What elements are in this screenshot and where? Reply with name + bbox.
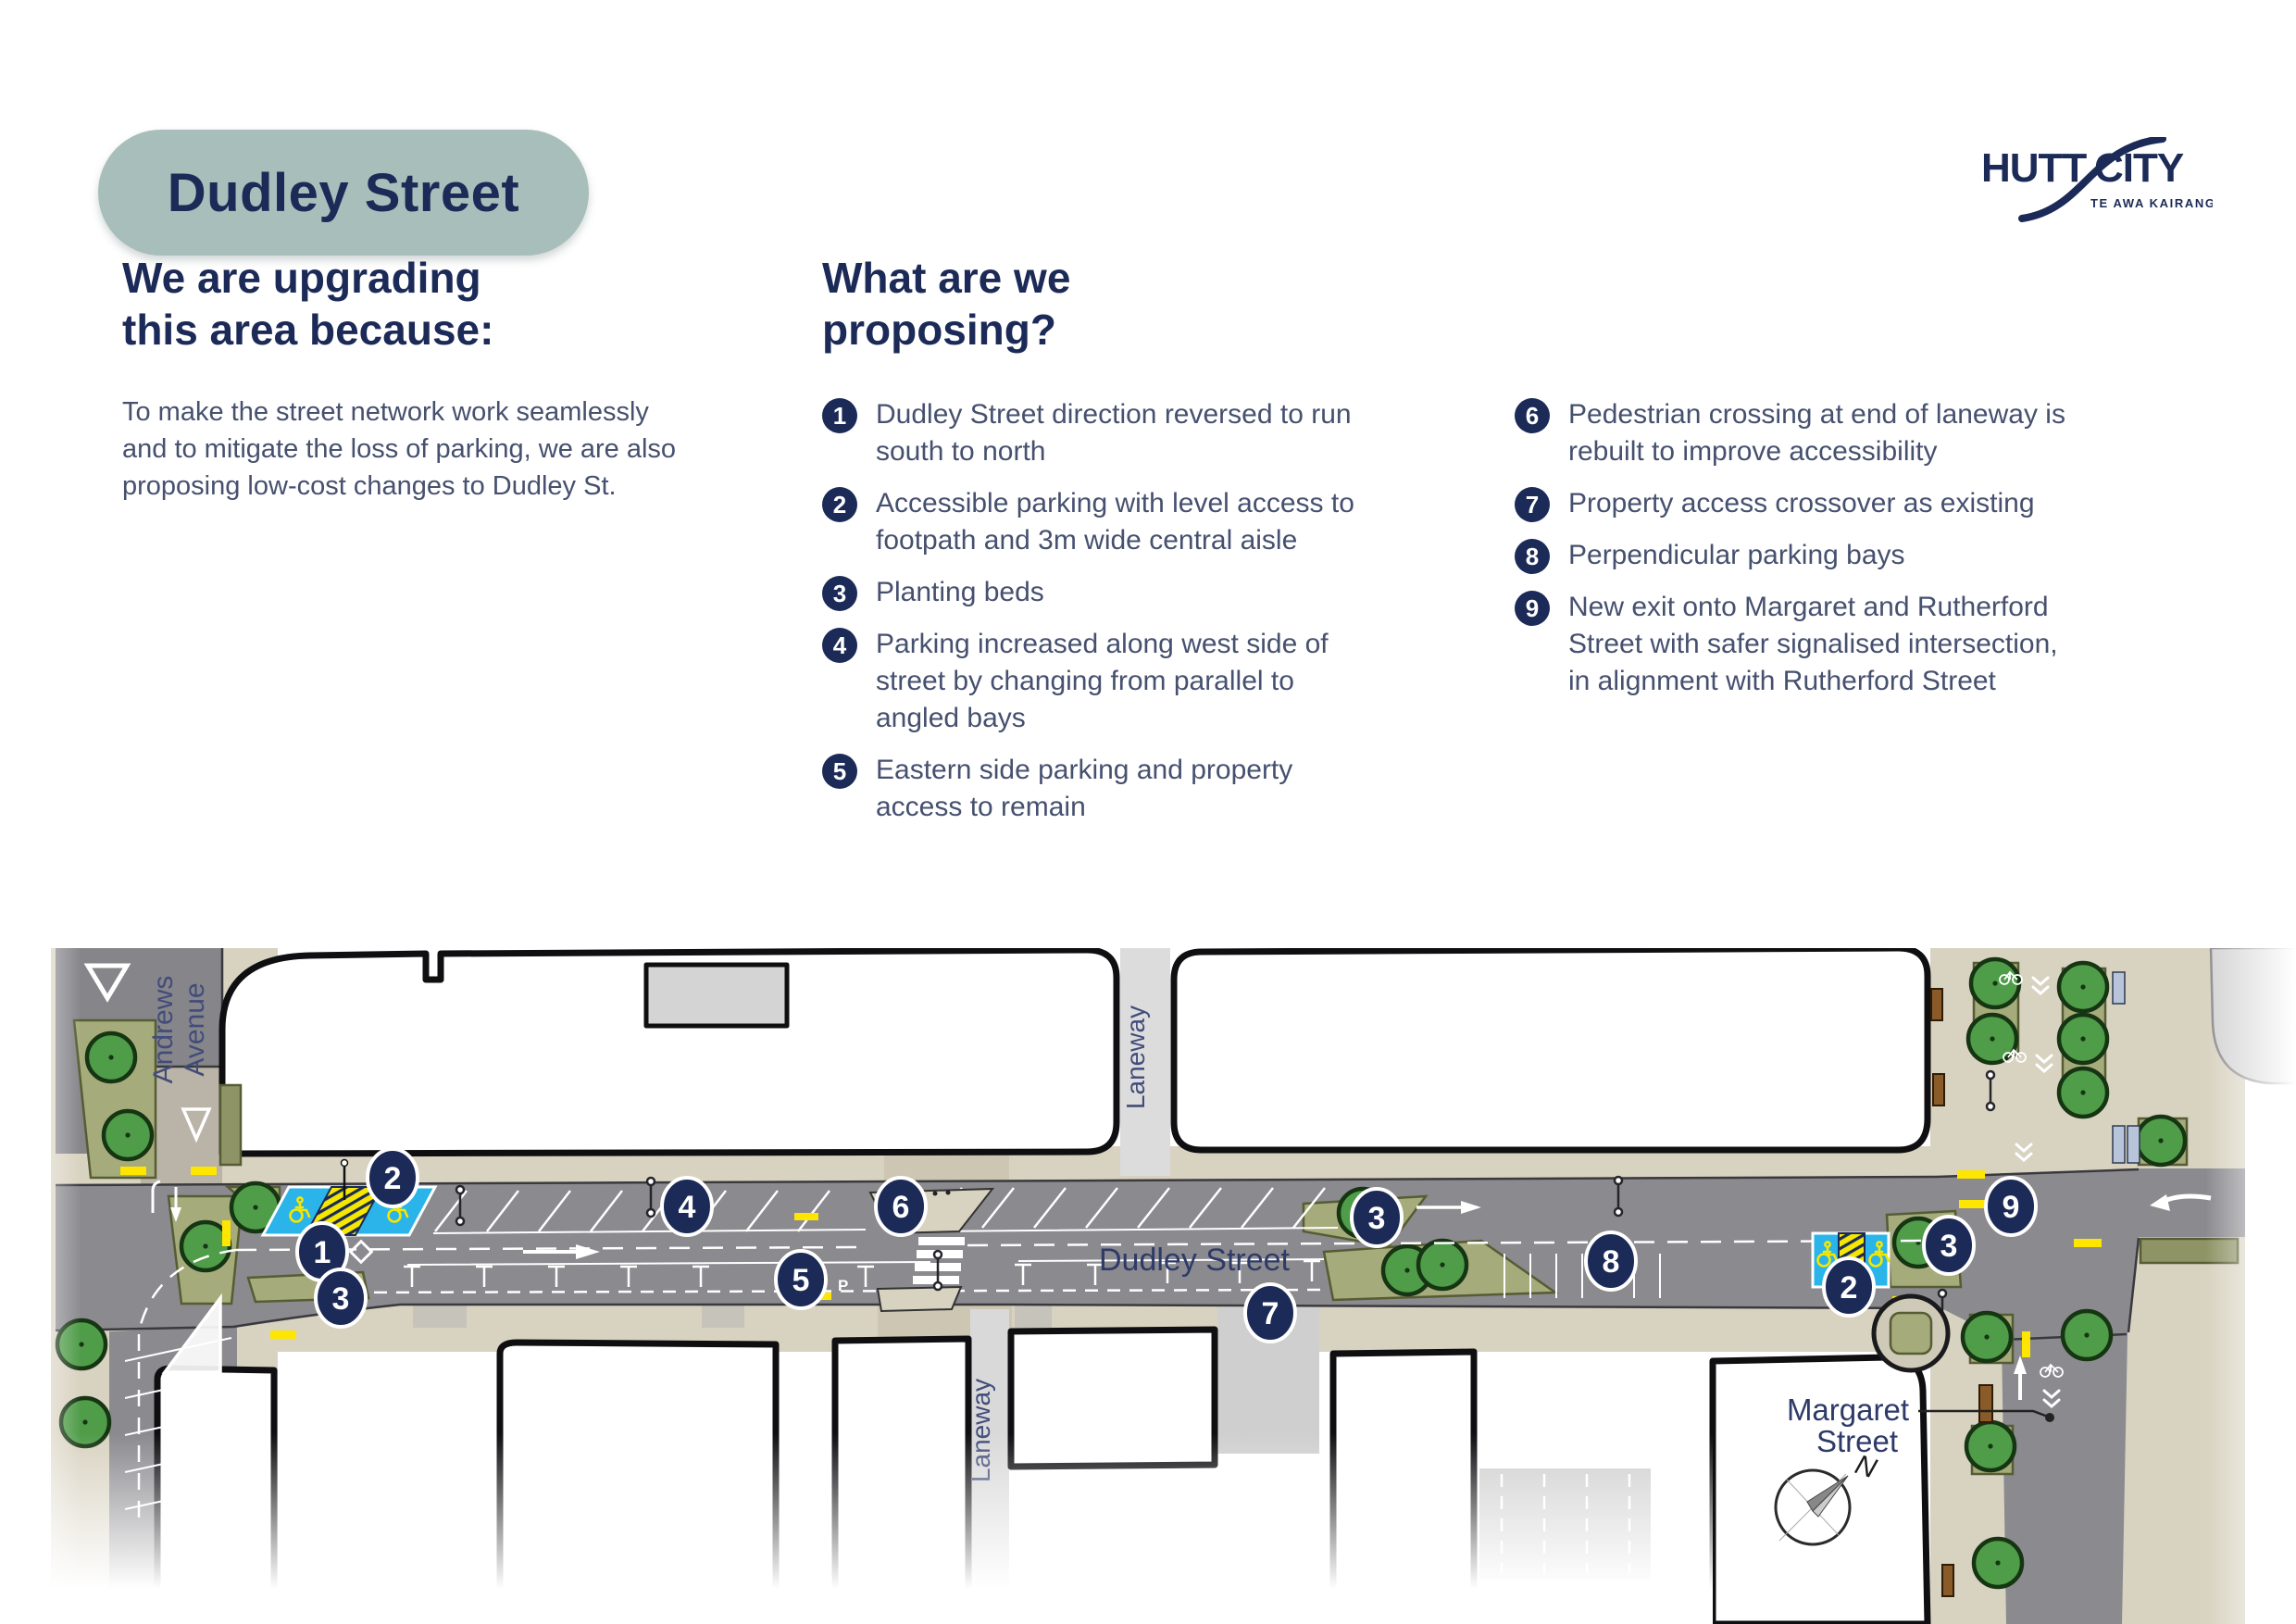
logo-text-city: CITY xyxy=(2094,145,2184,191)
item-text: Property access crossover as existing xyxy=(1568,488,2035,518)
item-number-badge: 1 xyxy=(822,398,857,433)
item-number-badge: 5 xyxy=(822,754,857,789)
margaret-street-label-line1: Margaret xyxy=(1787,1393,1909,1427)
planting-beds xyxy=(57,959,2240,1597)
svg-text:2: 2 xyxy=(1841,1270,1858,1305)
map-marker-8: 8 xyxy=(1584,1230,1638,1292)
svg-text:4: 4 xyxy=(679,1190,696,1225)
svg-text:2: 2 xyxy=(384,1161,402,1196)
left-heading-line1: We are upgrading xyxy=(122,254,481,302)
item-number-badge: 2 xyxy=(822,487,857,522)
street-labels: Andrews Avenue Laneway Laneway Dudley St… xyxy=(148,976,2054,1482)
list-item: 5 Eastern side parking and property acce… xyxy=(822,752,1415,826)
item-number-badge: 6 xyxy=(1515,398,1550,433)
map-markers: 1 2 3 4 5 6 7 3 8 2 3 9 xyxy=(295,1147,2038,1343)
item-number-badge: 8 xyxy=(1515,539,1550,574)
item-text: Perpendicular parking bays xyxy=(1568,540,1905,570)
item-number-badge: 3 xyxy=(822,576,857,611)
item-number-badge: 7 xyxy=(1515,487,1550,522)
parking-symbol: P xyxy=(838,1277,848,1294)
map-marker-3-east: 3 xyxy=(1922,1215,1976,1276)
dudley-street-label: Dudley Street xyxy=(1099,1243,1291,1278)
give-way-markings xyxy=(83,963,374,1374)
svg-text:1: 1 xyxy=(314,1235,331,1270)
map-marker-2-west: 2 xyxy=(366,1147,419,1208)
laneway-top-label: Laneway xyxy=(1121,1006,1150,1109)
bike-rack-icon xyxy=(2112,971,2140,1164)
list-item: 2 Accessible parking with level access t… xyxy=(822,485,1415,559)
map-marker-5: 5 xyxy=(774,1249,828,1310)
svg-text:3: 3 xyxy=(1368,1201,1386,1236)
compass-icon: N xyxy=(1774,1449,1880,1546)
list-item: 9 New exit onto Margaret and Rutherford … xyxy=(1515,589,2089,700)
map-marker-9: 9 xyxy=(1984,1176,2038,1237)
street-plan-map: P xyxy=(0,948,2296,1624)
item-text: Dudley Street direction reversed to run … xyxy=(876,399,1352,467)
svg-text:9: 9 xyxy=(2003,1190,2020,1225)
map-marker-6: 6 xyxy=(874,1176,928,1237)
bench-icon xyxy=(1930,988,1993,1597)
item-number-badge: 4 xyxy=(822,628,857,663)
logo-text-hutt: HUTT xyxy=(1981,145,2087,191)
parking-tick-marks xyxy=(404,1259,1320,1287)
proposals-heading: What are we proposing? xyxy=(822,252,1070,356)
left-body-line3: proposing low-cost changes to Dudley St. xyxy=(122,471,617,501)
list-item: 3 Planting beds xyxy=(822,574,1415,611)
svg-text:6: 6 xyxy=(892,1190,910,1225)
margaret-street-label-line2: Street xyxy=(1816,1424,1898,1458)
left-body: To make the street network work seamless… xyxy=(122,394,678,505)
item-text: Planting beds xyxy=(876,577,1044,607)
left-heading: We are upgrading this area because: xyxy=(122,252,493,356)
item-number-badge: 9 xyxy=(1515,591,1550,626)
hutt-city-logo-icon: HUTT CITY TE AWA KAIRANGI xyxy=(1981,135,2219,222)
item-text: Pedestrian crossing at end of laneway is… xyxy=(1568,399,2065,467)
left-body-line1: To make the street network work seamless… xyxy=(122,397,649,427)
svg-text:8: 8 xyxy=(1603,1244,1620,1280)
map-marker-7: 7 xyxy=(1243,1282,1297,1343)
list-item: 6 Pedestrian crossing at end of laneway … xyxy=(1515,396,2089,470)
svg-text:7: 7 xyxy=(1262,1296,1279,1331)
logo-subtitle: TE AWA KAIRANGI xyxy=(2090,196,2213,210)
title-badge: Dudley Street xyxy=(98,130,589,256)
andrews-avenue-label-line1: Andrews xyxy=(148,976,179,1084)
list-item: 7 Property access crossover as existing xyxy=(1515,485,2089,522)
bottom-fade xyxy=(0,1433,1713,1624)
page-title: Dudley Street xyxy=(167,162,520,223)
item-text: Eastern side parking and property access… xyxy=(876,755,1293,822)
right-fade xyxy=(2205,948,2296,1624)
svg-text:3: 3 xyxy=(1940,1229,1958,1264)
map-marker-2-east: 2 xyxy=(1822,1256,1876,1318)
andrews-avenue-label-line2: Avenue xyxy=(180,982,210,1076)
left-fade xyxy=(0,948,81,1624)
leader-dot xyxy=(2045,1413,2054,1422)
left-heading-line2: this area because: xyxy=(122,306,494,354)
list-item: 8 Perpendicular parking bays xyxy=(1515,537,2089,574)
map-marker-4: 4 xyxy=(660,1176,714,1237)
item-text: Parking increased along west side of str… xyxy=(876,629,1329,733)
logo-swoosh-icon xyxy=(2018,135,2166,222)
proposals-heading-line1: What are we xyxy=(822,254,1071,302)
list-item: 1 Dudley Street direction reversed to ru… xyxy=(822,396,1415,470)
margaret-street-leader-line xyxy=(1918,1409,2049,1418)
circular-planter xyxy=(1871,1293,1951,1373)
svg-text:3: 3 xyxy=(332,1281,350,1317)
svg-text:5: 5 xyxy=(792,1263,810,1298)
proposal-list-right: 6 Pedestrian crossing at end of laneway … xyxy=(1515,396,2089,700)
item-text: Accessible parking with level access to … xyxy=(876,488,1354,556)
left-body-line2: and to mitigate the loss of parking, we … xyxy=(122,434,677,464)
map-marker-3-west: 3 xyxy=(314,1268,368,1329)
item-text: New exit onto Margaret and Rutherford St… xyxy=(1568,592,2058,696)
proposals-heading-line2: proposing? xyxy=(822,306,1056,354)
list-item: 4 Parking increased along west side of s… xyxy=(822,626,1415,737)
hutt-city-logo: HUTT CITY TE AWA KAIRANGI xyxy=(1981,135,2219,234)
proposal-list-left: 1 Dudley Street direction reversed to ru… xyxy=(822,396,1415,826)
map-marker-3-mid: 3 xyxy=(1350,1187,1404,1248)
